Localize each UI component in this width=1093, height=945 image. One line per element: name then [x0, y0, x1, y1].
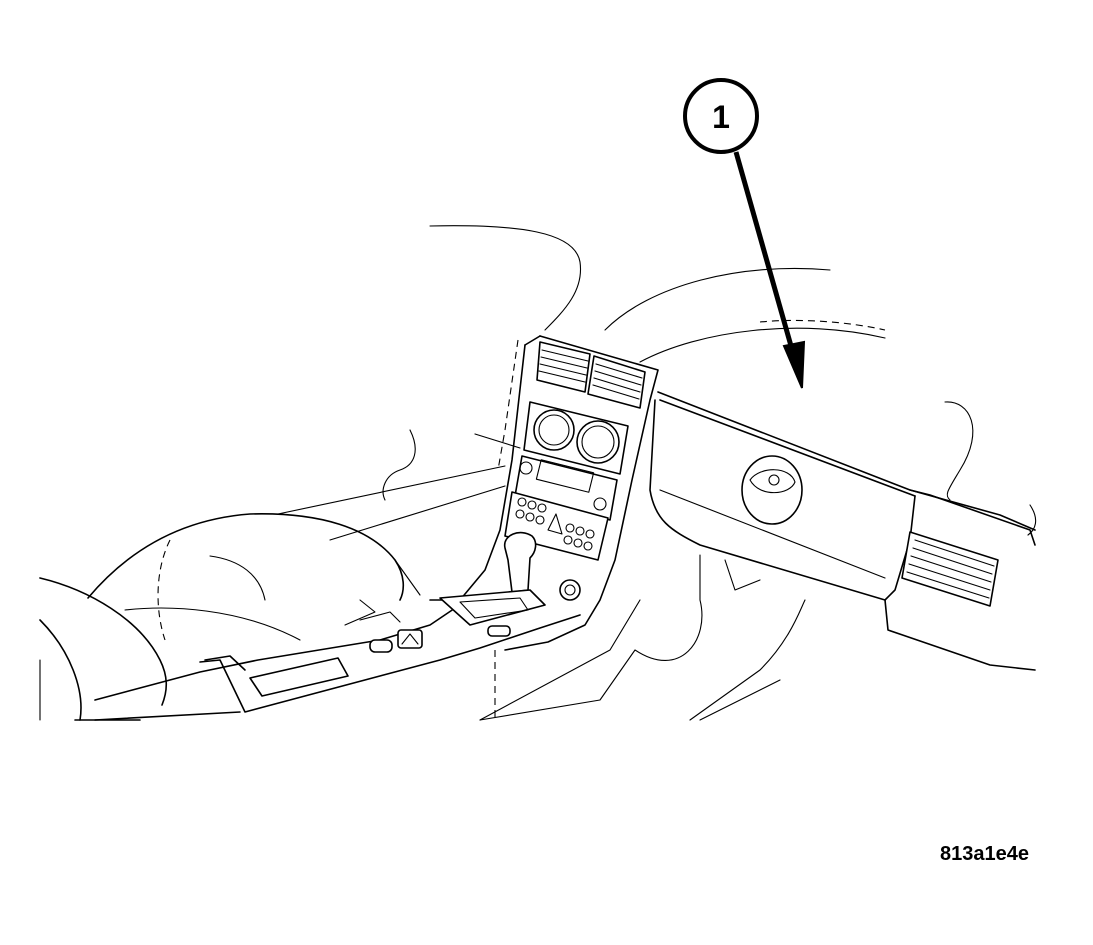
floor-console	[94, 597, 641, 721]
center-stack	[429, 335, 659, 651]
callout-circle	[683, 78, 759, 154]
figure-id: 813a1e4e	[940, 843, 1029, 865]
callout-1: 1	[683, 78, 806, 389]
callout-leader-line	[733, 151, 798, 361]
dash-top-contours	[429, 225, 1037, 536]
callout-arrowhead	[782, 340, 806, 389]
callout-number: 1	[712, 99, 730, 135]
passenger-panel	[479, 391, 1036, 721]
